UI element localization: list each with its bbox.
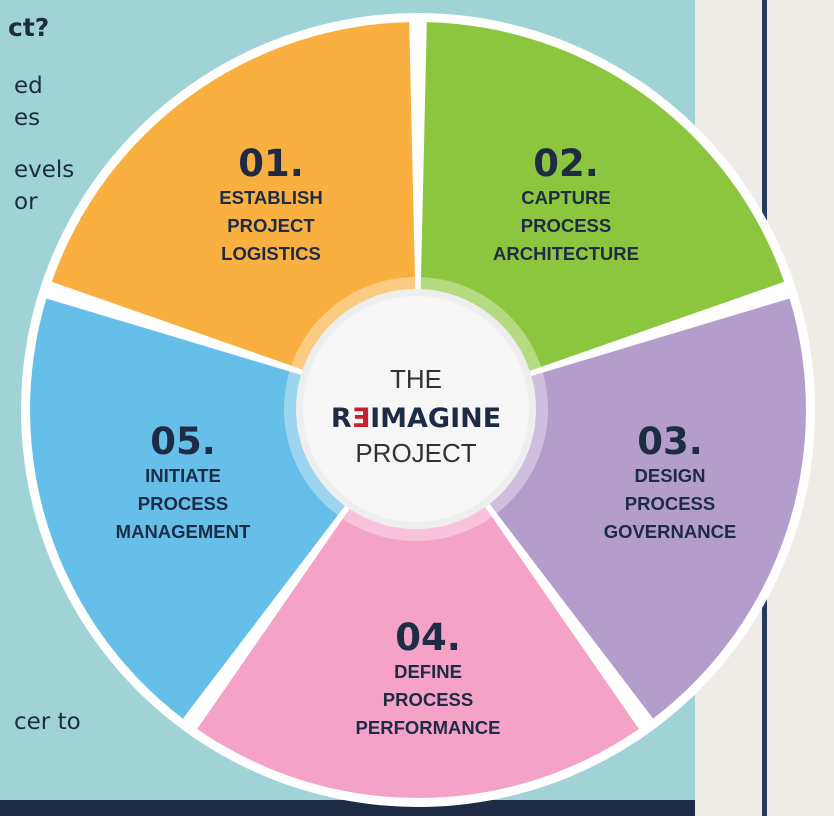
segment-establish-logistics bbox=[51, 22, 419, 410]
brand-suffix: IMAGINE bbox=[370, 403, 501, 434]
partial-text-line: or bbox=[14, 189, 38, 215]
step-4-label-line: PERFORMANCE bbox=[356, 717, 501, 738]
partial-text-line: es bbox=[14, 105, 41, 131]
hub-brand-name: RƎIMAGINE bbox=[331, 403, 501, 434]
bottom-navy-bar bbox=[0, 800, 695, 816]
hub-line-the: THE bbox=[390, 364, 442, 394]
partial-heading: ct? bbox=[8, 13, 50, 42]
step-5-label-line: PROCESS bbox=[138, 493, 228, 514]
step-1-label-line: PROJECT bbox=[227, 215, 315, 236]
segment-define-performance bbox=[197, 410, 639, 799]
hub-line-project: PROJECT bbox=[355, 438, 476, 468]
step-5-label-line: INITIATE bbox=[145, 465, 221, 486]
brand-prefix: R bbox=[331, 403, 352, 434]
step-2-label-line: ARCHITECTURE bbox=[493, 243, 639, 264]
wheel-center-hub: THE RƎIMAGINE PROJECT bbox=[284, 277, 548, 541]
step-2-label-line: CAPTURE bbox=[521, 187, 610, 208]
hub-inner-circle bbox=[303, 296, 529, 522]
step-1-label-line: ESTABLISH bbox=[219, 187, 322, 208]
partial-text-line: cer to bbox=[14, 709, 81, 735]
partial-text-line: ed bbox=[14, 73, 43, 99]
segment-capture-architecture bbox=[418, 22, 785, 410]
brand-accent-letter: Ǝ bbox=[352, 403, 370, 434]
partial-text-line: evels bbox=[14, 157, 75, 183]
step-4-label-line: PROCESS bbox=[383, 689, 473, 710]
step-2-label-line: PROCESS bbox=[521, 215, 611, 236]
step-3-label-line: GOVERNANCE bbox=[604, 521, 737, 542]
step-4-label-line: DEFINE bbox=[394, 661, 462, 682]
step-number-2: 02. bbox=[533, 142, 599, 185]
step-number-5: 05. bbox=[150, 420, 216, 463]
step-1-label-line: LOGISTICS bbox=[221, 243, 321, 264]
step-number-1: 01. bbox=[238, 142, 304, 185]
step-3-label-line: DESIGN bbox=[635, 465, 706, 486]
step-number-4: 04. bbox=[395, 616, 461, 659]
step-number-3: 03. bbox=[637, 420, 703, 463]
step-5-label-line: MANAGEMENT bbox=[116, 521, 251, 542]
step-3-label-line: PROCESS bbox=[625, 493, 715, 514]
